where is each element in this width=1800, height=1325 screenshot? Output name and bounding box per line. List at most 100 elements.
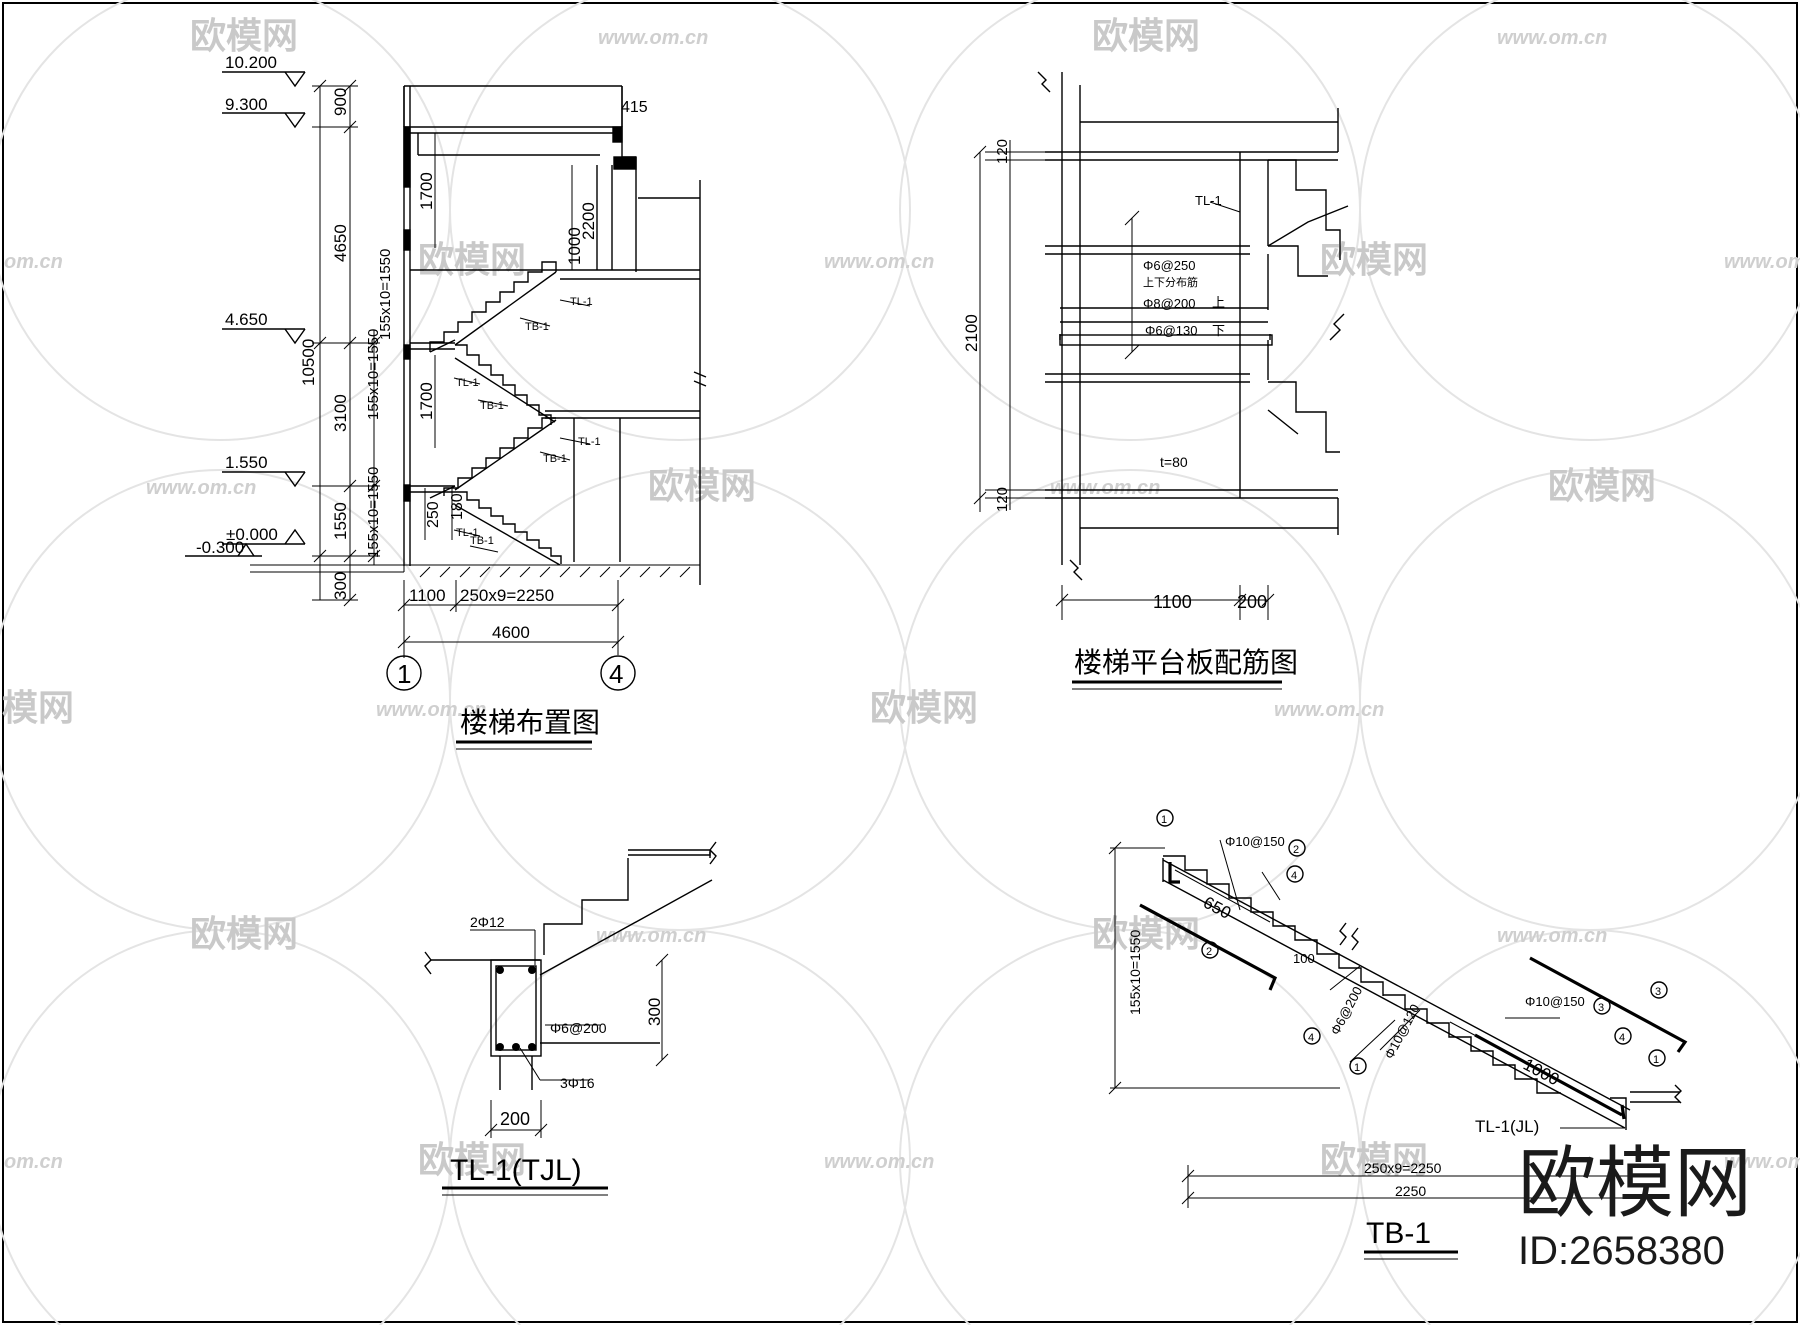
dimension-text: 415 [621, 99, 648, 116]
stair-layout-drawing: 10.200 9.300 4.650 1.550 ±0.000 -0.300 [185, 53, 707, 750]
member-label: TL-1 [570, 296, 593, 308]
rebar-spec: Φ6@130 [1145, 323, 1198, 338]
member-label: TL-1 [456, 527, 479, 539]
slab-thickness: t=80 [1160, 454, 1188, 470]
dimension-text: 200 [500, 1109, 530, 1129]
marker-number: 1 [1161, 814, 1167, 826]
member-label: TB-1 [470, 535, 494, 547]
dimension-text: 2250 [1395, 1183, 1426, 1199]
slab-reinforcement-drawing: TL-1 Φ6@250 上下分布筋 Φ8@200 上 Φ6@130 下 t=80… [962, 71, 1349, 690]
watermark-url: om.cn [4, 1151, 63, 1173]
watermark-brand: 欧模网 [1548, 466, 1656, 507]
watermark-brand: 欧模网 [648, 466, 756, 507]
dimension-text: 100 [1293, 951, 1315, 966]
dimension-text: 1000 [565, 227, 584, 265]
dimension-text: 155x10=1550 [1127, 930, 1143, 1015]
drawing-title: TL-1(TJL) [450, 1154, 582, 1187]
dimension-text: 1700 [417, 172, 436, 210]
flight-dimension: 155x10=1550 [377, 249, 394, 340]
member-label: TB-1 [525, 321, 549, 333]
dimension-text: 250x9=2250 [1364, 1160, 1442, 1176]
watermark-url: www.om.cn [1724, 1151, 1800, 1173]
watermark-url: www.om.cn [1724, 251, 1800, 273]
drawing-title: 楼梯平台板配筋图 [1074, 646, 1298, 679]
dimension-text: 10500 [299, 339, 318, 386]
watermark-url: www.om.cn [824, 251, 934, 273]
elevation-label: 10.200 [225, 53, 277, 72]
dimension-text: 120 [994, 487, 1011, 512]
rebar-spec: Φ8@200 [1143, 296, 1196, 311]
dimension-text: 4600 [492, 623, 530, 642]
flight-dimension: 155x10=1550 [365, 467, 382, 558]
rebar-note: 上下分布筋 [1143, 275, 1198, 289]
rebar-spec: Φ6@200 [550, 1020, 607, 1036]
member-label: TL-1 [1195, 193, 1222, 208]
watermark-brand: 欧模网 [1092, 16, 1200, 57]
watermark-url: www.om.cn [824, 1151, 934, 1173]
rebar-spec: 3Φ16 [560, 1075, 595, 1091]
watermark-texts: 欧模网 www.om.cn 欧模网 www.om.cn om.cn 欧模网 ww… [2, 16, 1800, 1181]
dimension-text: 1700 [417, 382, 436, 420]
marker-number: 3 [1598, 1002, 1604, 1014]
rebar-note: 上 [1212, 296, 1225, 311]
dimension-text: 4650 [331, 224, 350, 262]
marker-number: 1 [1653, 1054, 1659, 1066]
brand-logo-text: 欧模网 [1518, 1139, 1752, 1229]
marker-number: 2 [1206, 946, 1212, 958]
dimension-text: 250 [425, 501, 442, 528]
drawing-title: 楼梯布置图 [460, 706, 600, 739]
watermark-url: www.om.cn [146, 477, 256, 499]
rebar-spec: Φ6@250 [1143, 258, 1196, 273]
drawing-title: TB-1 [1366, 1217, 1431, 1250]
marker-number: 4 [1619, 1032, 1625, 1044]
watermark-brand: 欧模网 [1320, 240, 1428, 281]
member-label: TL-1(JL) [1475, 1117, 1539, 1136]
dimension-text: 180 [449, 493, 466, 520]
marker-number: 3 [1655, 986, 1661, 998]
rebar-spec: Φ10@150 [1225, 834, 1285, 849]
marker-number: 4 [1308, 1032, 1314, 1044]
watermark-url: www.om.cn [1497, 925, 1607, 947]
elevation-label: 1.550 [225, 453, 268, 472]
watermark-brand: 欧模网 [418, 240, 526, 281]
watermark-brand: 欧模网 [190, 914, 298, 955]
dimension-text: 3100 [331, 394, 350, 432]
marker-number: 1 [1354, 1062, 1360, 1074]
elevation-label: 9.300 [225, 95, 268, 114]
watermark-url: www.om.cn [1497, 27, 1607, 49]
watermark-brand: 欧模网 [418, 1140, 526, 1181]
marker-number: 4 [1291, 870, 1297, 882]
axis-label: 1 [397, 659, 411, 689]
dimension-text: 900 [331, 88, 350, 116]
watermark-brand: 欧模网 [1320, 1140, 1428, 1181]
watermark-brand: 欧模网 [190, 16, 298, 57]
member-label: TB-1 [543, 453, 567, 465]
dimension-text: 2200 [579, 202, 598, 240]
watermark-url: www.om.cn [1274, 699, 1384, 721]
member-label: TB-1 [480, 400, 504, 412]
rebar-spec: 2Φ12 [470, 914, 505, 930]
watermark-brand: 欧模网 [1092, 914, 1200, 955]
watermark-url: www.om.cn [596, 925, 706, 947]
watermark-url: www.om.cn [376, 699, 486, 721]
dimension-text: 300 [331, 572, 350, 600]
dimension-text: 300 [645, 998, 664, 1026]
dimension-text: 200 [1237, 592, 1267, 612]
rebar-note: 下 [1212, 324, 1225, 339]
rebar-spec: Φ10@150 [1525, 994, 1585, 1009]
stair-slab-drawing: 1 2 4 2 4 1 3 3 4 1 Φ10@150 650 100 Φ6@2… [1108, 809, 1688, 1260]
beam-section-drawing: 2Φ12 Φ6@200 3Φ16 300 200 TL-1(TJL) [424, 841, 717, 1196]
dimension-text: 1550 [331, 502, 350, 540]
watermark-url: www.om.cn [598, 27, 708, 49]
dimension-text: 1100 [409, 586, 446, 605]
watermark-url: om.cn [4, 251, 63, 273]
elevation-label: ±0.000 [226, 525, 278, 544]
marker-number: 2 [1293, 844, 1299, 856]
watermark-url: www.om.cn [1050, 477, 1160, 499]
watermark-brand: 模网 [2, 688, 74, 729]
dimension-text: 120 [994, 139, 1011, 164]
elevation-label: 4.650 [225, 310, 268, 329]
member-label: TL-1 [578, 436, 601, 448]
watermark-brand: 欧模网 [870, 688, 978, 729]
